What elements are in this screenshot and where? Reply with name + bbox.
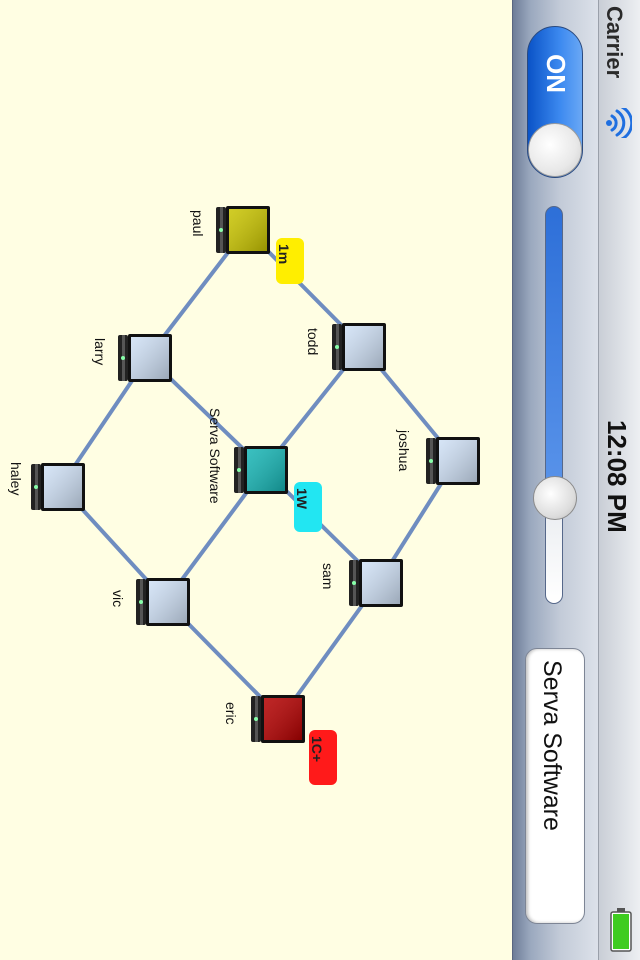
status-badge: 1C+: [309, 730, 337, 785]
computer-node-vic[interactable]: [136, 577, 192, 627]
computer-node-paul[interactable]: [216, 205, 272, 255]
name-field-value: Serva Software: [538, 660, 566, 831]
toggle-knob[interactable]: [528, 123, 582, 177]
zoom-slider-thumb[interactable]: [533, 476, 577, 520]
badge-text: 1C+: [309, 736, 325, 763]
status-badge: 1m: [276, 238, 304, 284]
status-badge: 1W: [294, 482, 322, 532]
computer-icon: [234, 446, 288, 494]
computer-node-todd[interactable]: [332, 322, 388, 372]
computer-icon: [216, 206, 270, 254]
computer-node-haley[interactable]: [31, 462, 87, 512]
battery-icon: [610, 908, 632, 952]
computer-icon: [332, 323, 386, 371]
power-toggle[interactable]: [527, 26, 583, 178]
node-label: sam: [320, 563, 336, 590]
carrier-label: Carrier: [602, 6, 627, 79]
clock: 12:08 PM: [602, 420, 632, 533]
computer-icon: [136, 578, 190, 626]
computer-node-sam[interactable]: [349, 558, 405, 608]
computer-node-serva-software[interactable]: [234, 445, 290, 495]
node-label: haley: [8, 462, 24, 496]
computer-node-larry[interactable]: [118, 333, 174, 383]
node-label: vic: [110, 590, 126, 608]
node-label: paul: [190, 210, 206, 237]
zoom-slider[interactable]: [545, 206, 563, 604]
computer-icon: [251, 695, 305, 743]
badge-text: 1m: [276, 244, 292, 265]
computer-icon: [349, 559, 403, 607]
node-label: joshua: [396, 430, 412, 472]
node-label: eric: [223, 702, 239, 725]
computer-icon: [31, 463, 85, 511]
wifi-icon: [606, 108, 632, 138]
computer-node-eric[interactable]: [251, 694, 307, 744]
name-field[interactable]: [525, 648, 585, 924]
badge-text: 1W: [294, 488, 310, 509]
computer-node-joshua[interactable]: [426, 436, 482, 486]
node-label: larry: [92, 338, 108, 366]
node-label: Serva Software: [207, 408, 223, 504]
computer-icon: [426, 437, 480, 485]
node-label: todd: [305, 328, 321, 356]
computer-icon: [118, 334, 172, 382]
toggle-label: ON: [541, 54, 571, 93]
status-bar: [598, 0, 640, 960]
